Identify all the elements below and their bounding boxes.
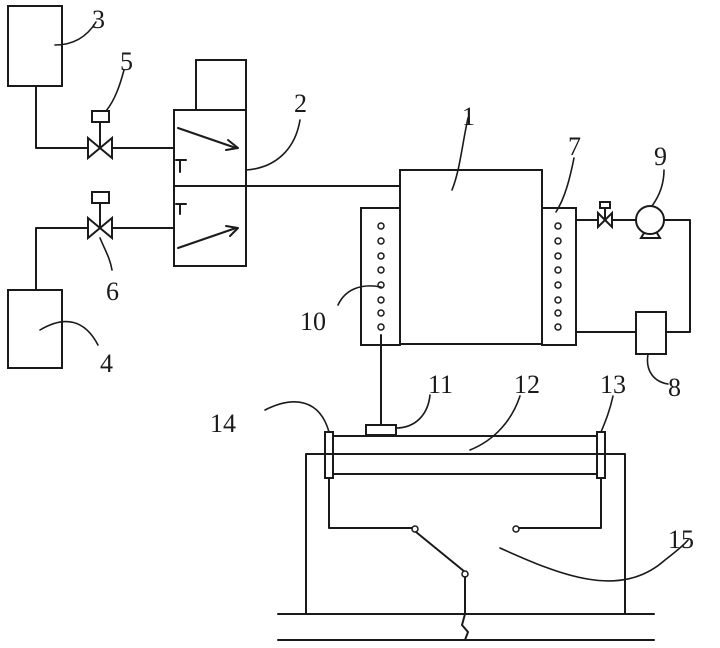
label-3: 3 xyxy=(92,5,105,34)
valve-6 xyxy=(88,192,112,270)
heater-10 xyxy=(338,208,400,345)
label-14: 14 xyxy=(210,409,236,438)
pump-9 xyxy=(636,170,664,238)
label-7: 7 xyxy=(568,132,581,161)
tank-3 xyxy=(8,6,96,86)
chamber-1 xyxy=(400,118,542,344)
label-6: 6 xyxy=(106,277,119,306)
frame-15 xyxy=(278,454,688,640)
sensor-11 xyxy=(366,395,430,435)
valve-5 xyxy=(88,70,124,158)
label-15: 15 xyxy=(668,525,694,554)
label-5: 5 xyxy=(120,47,133,76)
label-11: 11 xyxy=(428,370,453,399)
label-8: 8 xyxy=(668,373,681,402)
label-10: 10 xyxy=(300,307,326,336)
tube-12 xyxy=(330,396,600,474)
label-9: 9 xyxy=(654,142,667,171)
tank-4 xyxy=(8,290,98,368)
loop-valve xyxy=(598,202,612,227)
label-2: 2 xyxy=(294,89,307,118)
filter-8 xyxy=(636,312,668,384)
circulation-loop xyxy=(576,220,690,332)
label-12: 12 xyxy=(514,370,540,399)
electrode-14 xyxy=(265,402,333,478)
switch-valve-2 xyxy=(174,60,300,266)
label-1: 1 xyxy=(462,102,475,131)
label-13: 13 xyxy=(600,370,626,399)
heater-7 xyxy=(542,158,576,345)
electrode-13 xyxy=(597,396,613,478)
label-4: 4 xyxy=(100,349,113,378)
pipe-4-to-2 xyxy=(36,228,174,290)
